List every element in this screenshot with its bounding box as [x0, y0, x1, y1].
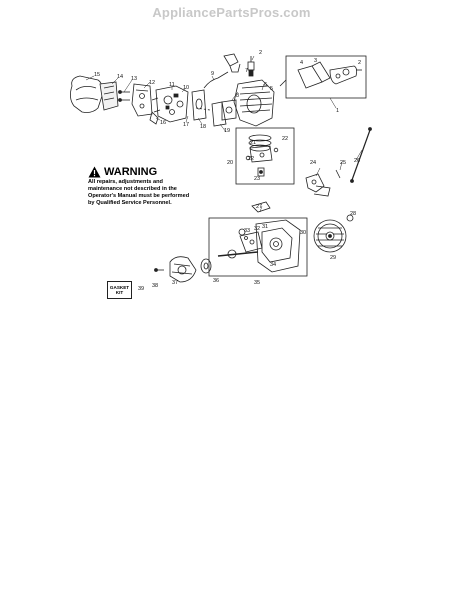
warning-triangle-icon — [88, 166, 101, 178]
air-filter — [99, 81, 119, 111]
throttle-cable — [203, 71, 229, 89]
starter-assembly — [169, 256, 197, 283]
spark-plug — [247, 56, 255, 77]
flywheel — [313, 219, 347, 253]
callout-24: 24 — [310, 160, 316, 166]
callout-17: 17 — [183, 122, 189, 128]
callout-34: 34 — [270, 262, 276, 268]
callout-22-top: 22 — [282, 136, 288, 142]
callout-22-mid: 22 — [248, 156, 254, 162]
callout-14: 14 — [117, 74, 123, 80]
callout-3: 3 — [314, 58, 317, 64]
muffler-gasket — [221, 99, 237, 121]
warning-title-text: WARNING — [104, 166, 158, 178]
callout-2-top: 2 — [259, 50, 262, 56]
warning-title: WARNING — [88, 166, 196, 178]
muffler — [211, 101, 227, 127]
spark-plug-boot — [223, 53, 241, 73]
callout-38: 38 — [152, 283, 158, 289]
callout-15: 15 — [94, 72, 100, 78]
callout-29: 29 — [330, 255, 336, 261]
callout-19: 19 — [224, 128, 230, 134]
callout-1: 1 — [336, 108, 339, 114]
callout-8: 8 — [236, 93, 239, 99]
callout-7: 7 — [245, 68, 248, 74]
callout-30: 30 — [300, 230, 306, 236]
callout-23: 23 — [254, 176, 260, 182]
callout-37: 37 — [172, 280, 178, 286]
callout-26: 26 — [354, 158, 360, 164]
screw-38 — [154, 268, 164, 272]
callout-31: 31 — [262, 224, 268, 230]
callout-35: 35 — [254, 280, 260, 286]
callout-11: 11 — [169, 82, 175, 88]
carburetor — [151, 85, 189, 123]
gasket-kit-box: GASKET KIT — [107, 281, 132, 299]
warning-notice: WARNING All repairs, adjustments and mai… — [88, 166, 196, 207]
callout-13: 13 — [131, 76, 137, 82]
callout-39: 39 — [138, 286, 144, 292]
warning-text: All repairs, adjustments and maintenance… — [88, 179, 190, 206]
callout-33: 33 — [244, 228, 250, 234]
callout-10: 10 — [183, 85, 189, 91]
callout-6: 6 — [264, 82, 267, 88]
air-filter-base — [131, 83, 153, 117]
callout-28: 28 — [350, 211, 356, 217]
callout-21: 21 — [250, 140, 256, 146]
piston-box — [235, 127, 295, 185]
ignition-module — [305, 173, 331, 197]
callout-27: 27 — [256, 204, 262, 210]
cylinder — [233, 79, 275, 127]
callout-12: 12 — [149, 80, 155, 86]
callout-32: 32 — [254, 226, 260, 232]
flywheel-nut — [346, 214, 354, 222]
callout-5: 5 — [270, 86, 273, 92]
crankcase-gasket — [251, 201, 271, 213]
crankcase-box — [208, 217, 308, 277]
starter-pulley — [200, 258, 212, 274]
callout-25: 25 — [340, 160, 346, 166]
callout-36: 36 — [213, 278, 219, 284]
callout-2-box: 2 — [358, 60, 361, 66]
watermark: AppliancePartsPros.com — [152, 5, 311, 20]
callout-20: 20 — [227, 160, 233, 166]
spark-plug-wire — [351, 129, 371, 181]
carburetor-gasket — [191, 89, 207, 121]
bracket — [149, 111, 159, 125]
callout-16: 16 — [160, 120, 166, 126]
callout-9: 9 — [211, 71, 214, 77]
muffler-assembly-box — [279, 55, 367, 99]
screws-13 — [118, 90, 130, 102]
air-filter-cover — [70, 75, 103, 113]
callout-18: 18 — [200, 124, 206, 130]
callout-4: 4 — [300, 60, 303, 66]
